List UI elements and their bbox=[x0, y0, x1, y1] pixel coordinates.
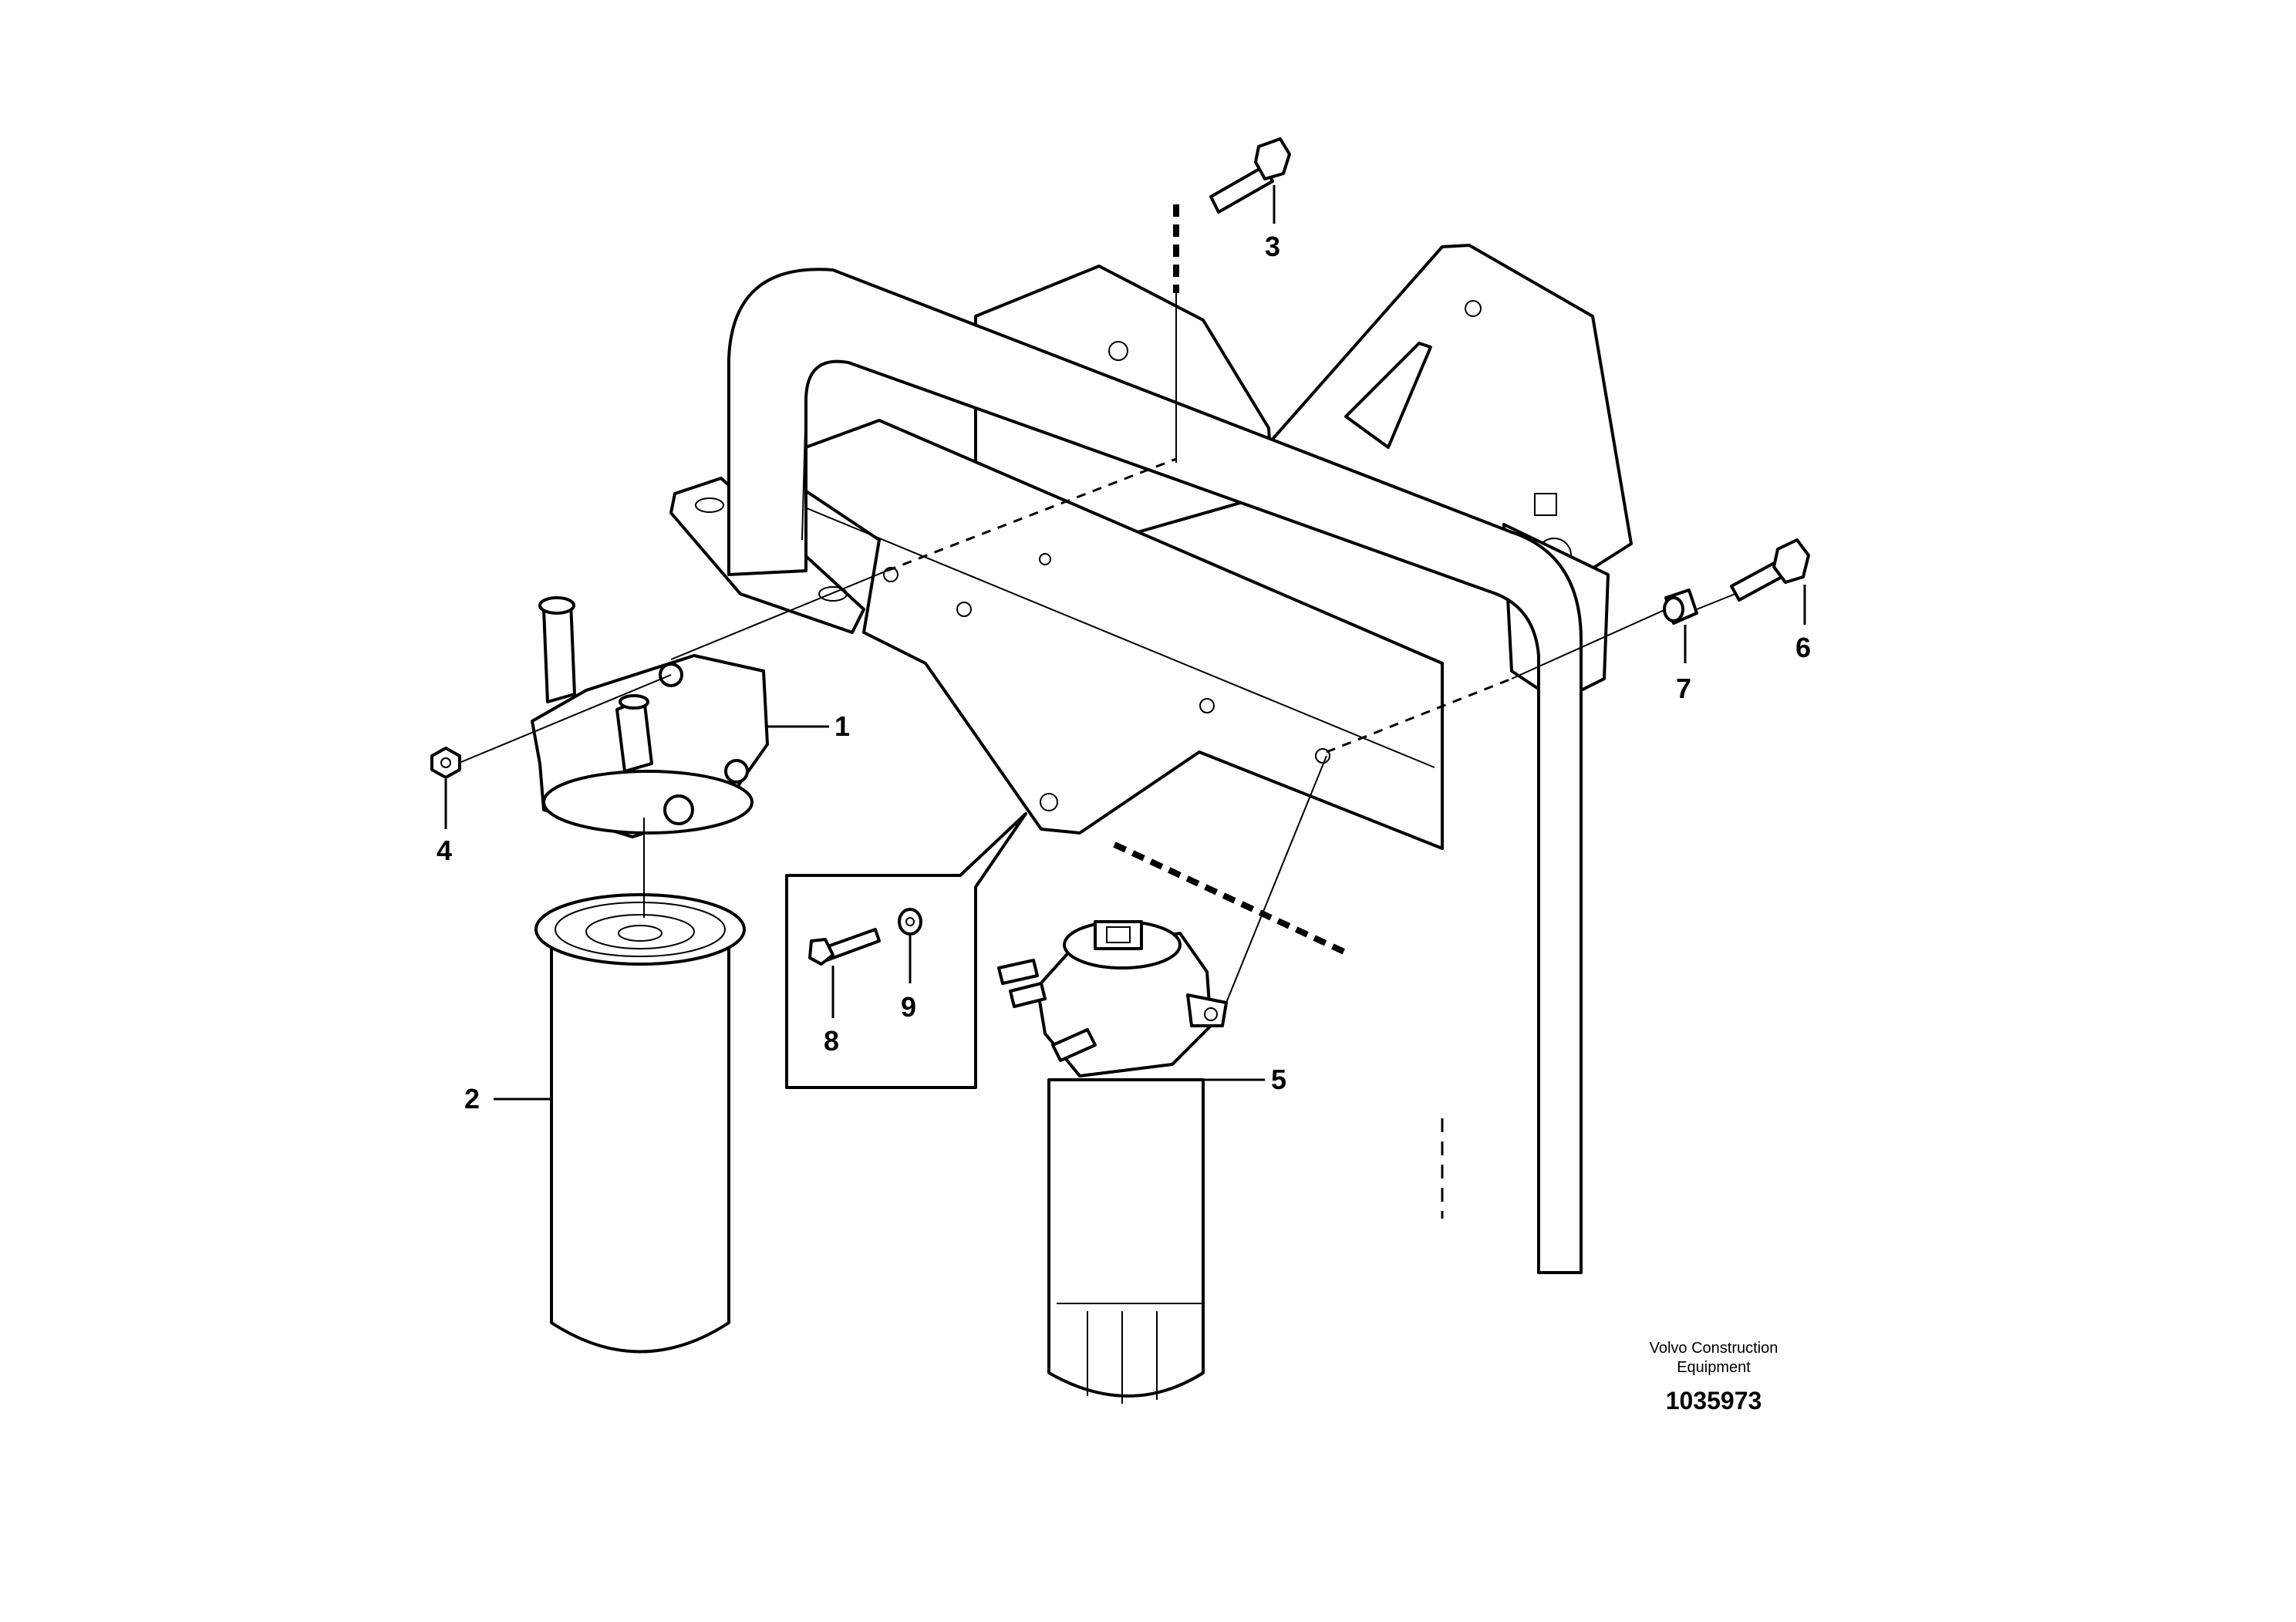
bolt-part-6 bbox=[1730, 538, 1810, 602]
detail-inset bbox=[785, 812, 1027, 1089]
callout-5: 5 bbox=[1271, 1064, 1286, 1095]
mounting-bracket bbox=[669, 244, 1633, 1274]
brand-line-2: Equipment bbox=[1677, 1359, 1751, 1376]
nut-part-4 bbox=[430, 747, 461, 779]
callout-leaders bbox=[444, 185, 1806, 1101]
callout-6: 6 bbox=[1795, 632, 1811, 663]
callout-3: 3 bbox=[1265, 231, 1280, 262]
washer-part-9 bbox=[898, 908, 922, 936]
filter-head-part-1 bbox=[531, 596, 769, 838]
callout-4: 4 bbox=[437, 835, 452, 866]
bolt-part-3 bbox=[1173, 137, 1291, 463]
callout-1: 1 bbox=[834, 710, 850, 742]
filter-cartridge-part-2 bbox=[534, 893, 746, 1354]
document-number: 1035973 bbox=[1666, 1387, 1762, 1415]
callout-9: 9 bbox=[901, 991, 916, 1023]
screw-part-8 bbox=[808, 928, 881, 966]
filter-unit-part-5 bbox=[997, 920, 1228, 1404]
assembly-guidelines bbox=[460, 457, 1736, 1003]
spacer-part-7 bbox=[1663, 588, 1698, 625]
callout-7: 7 bbox=[1676, 673, 1691, 704]
callout-2: 2 bbox=[464, 1083, 480, 1114]
brand-line-1: Volvo Construction bbox=[1650, 1340, 1778, 1357]
callout-8: 8 bbox=[824, 1025, 839, 1057]
